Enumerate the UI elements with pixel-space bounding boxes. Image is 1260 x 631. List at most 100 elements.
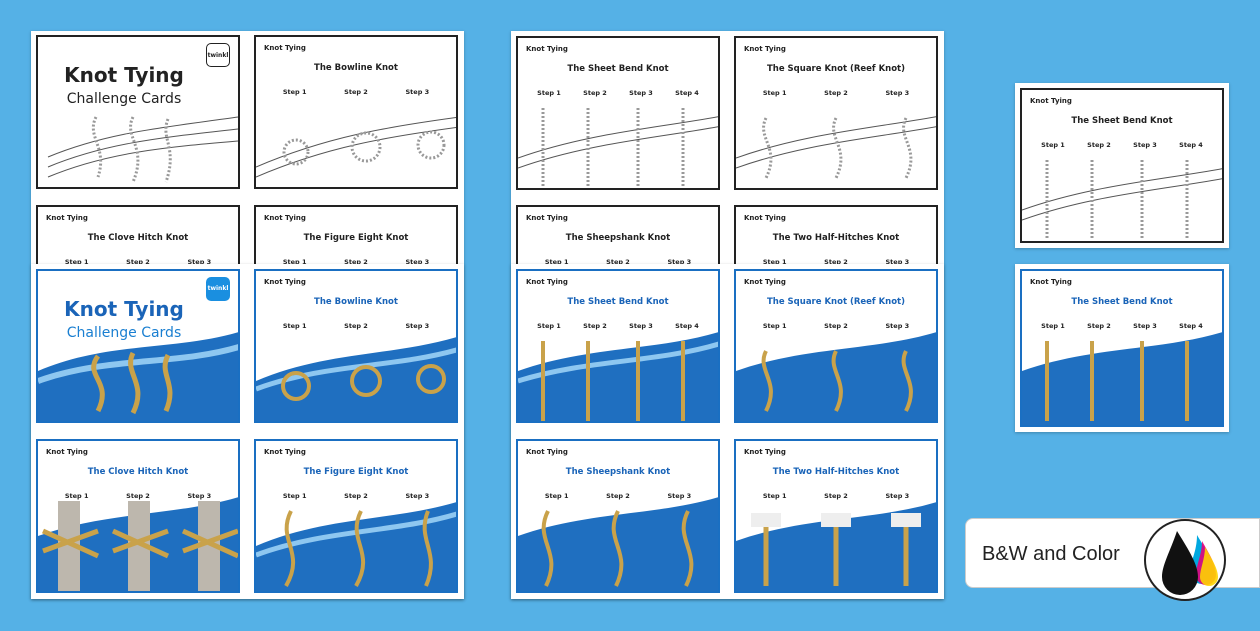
step-label: Step 1 bbox=[282, 492, 307, 500]
card-header: Knot Tying bbox=[1030, 278, 1072, 286]
step-label: Step 3 bbox=[667, 258, 692, 266]
card-title: The Sheepshank Knot bbox=[565, 467, 671, 477]
step-label: Step 3 bbox=[667, 492, 692, 500]
ink-drops-icon bbox=[1144, 519, 1226, 601]
card-title: The Square Knot (Reef Knot) bbox=[766, 64, 906, 74]
step-label: Step 3 bbox=[405, 322, 430, 330]
wave-lines-art bbox=[47, 116, 238, 183]
bw-and-color-badge: B&W and Color bbox=[965, 518, 1260, 601]
card-cover-color: Knot Tying Challenge Cards twinkl bbox=[36, 269, 240, 423]
wave-art bbox=[256, 502, 456, 591]
card-title: The Square Knot (Reef Knot) bbox=[766, 297, 906, 307]
step-label: Step 3 bbox=[187, 258, 212, 266]
card-square-bw: Knot Tying The Square Knot (Reef Knot) S… bbox=[734, 36, 938, 190]
wave-lines-art bbox=[736, 116, 936, 179]
step-label: Step 3 bbox=[1133, 322, 1157, 330]
card-title: The Two Half-Hitches Knot bbox=[772, 233, 900, 243]
card-title: The Sheet Bend Knot bbox=[1071, 297, 1173, 307]
card-square-color: Knot Tying The Square Knot (Reef Knot) S… bbox=[734, 269, 938, 423]
step-label: Step 3 bbox=[885, 492, 910, 500]
step-label: Step 2 bbox=[344, 492, 368, 500]
step-label: Step 2 bbox=[1087, 141, 1111, 149]
card-header: Knot Tying bbox=[744, 214, 786, 222]
step-label: Step 3 bbox=[629, 89, 653, 97]
card-header: Knot Tying bbox=[264, 448, 306, 456]
step-label: Step 2 bbox=[824, 492, 848, 500]
step-label: Step 1 bbox=[282, 88, 307, 96]
card-header: Knot Tying bbox=[264, 44, 306, 52]
step-label: Step 2 bbox=[824, 322, 848, 330]
step-label: Step 2 bbox=[344, 258, 368, 266]
card-title: The Two Half-Hitches Knot bbox=[772, 467, 900, 477]
card-header: Knot Tying bbox=[46, 214, 88, 222]
step-label: Step 2 bbox=[344, 88, 368, 96]
step-label: Step 1 bbox=[64, 492, 89, 500]
step-label: Step 3 bbox=[885, 322, 910, 330]
card-header: Knot Tying bbox=[744, 448, 786, 456]
card-title: The Sheet Bend Knot bbox=[1071, 116, 1173, 126]
wave-art bbox=[736, 332, 936, 421]
card-header: Knot Tying bbox=[526, 278, 568, 286]
step-label: Step 4 bbox=[675, 322, 699, 330]
step-label: Step 1 bbox=[282, 258, 307, 266]
step-label: Step 1 bbox=[282, 322, 307, 330]
step-label: Step 2 bbox=[583, 89, 607, 97]
wave-art bbox=[38, 332, 238, 421]
card-header: Knot Tying bbox=[46, 448, 88, 456]
step-label: Step 1 bbox=[762, 89, 787, 97]
card-header: Knot Tying bbox=[264, 214, 306, 222]
step-label: Step 4 bbox=[675, 89, 699, 97]
worksheet-middle-color: Knot Tying The Sheet Bend Knot Step 1 Ste… bbox=[511, 264, 944, 599]
wave-art bbox=[1022, 332, 1222, 425]
card-title: The Sheet Bend Knot bbox=[567, 297, 669, 307]
step-label: Step 1 bbox=[544, 492, 569, 500]
step-label: Step 2 bbox=[606, 258, 630, 266]
card-header: Knot Tying bbox=[264, 278, 306, 286]
card-title: The Bowline Knot bbox=[314, 63, 398, 73]
step-label: Step 2 bbox=[824, 258, 848, 266]
step-label: Step 1 bbox=[1041, 141, 1065, 149]
step-label: Step 1 bbox=[537, 89, 561, 97]
card-title: The Sheet Bend Knot bbox=[567, 64, 669, 74]
step-label: Step 1 bbox=[64, 258, 89, 266]
step-label: Step 2 bbox=[126, 258, 150, 266]
twinkl-logo: twinkl bbox=[206, 277, 230, 301]
step-label: Step 1 bbox=[762, 258, 787, 266]
step-label: Step 3 bbox=[885, 89, 910, 97]
step-label: Step 2 bbox=[1087, 322, 1111, 330]
step-label: Step 2 bbox=[824, 89, 848, 97]
step-label: Step 4 bbox=[1179, 322, 1203, 330]
wave-art bbox=[518, 497, 718, 591]
card-halfhitch-color: Knot Tying The Two Half-Hitches Knot Ste… bbox=[734, 439, 938, 593]
wave-art bbox=[518, 332, 718, 421]
wave-lines-art bbox=[1022, 160, 1222, 240]
card-header: Knot Tying bbox=[526, 214, 568, 222]
badge-label: B&W and Color bbox=[982, 543, 1120, 565]
step-label: Step 3 bbox=[885, 258, 910, 266]
cover-subtitle: Challenge Cards bbox=[66, 91, 182, 107]
step-label: Step 3 bbox=[405, 88, 430, 96]
step-label: Step 1 bbox=[762, 322, 787, 330]
step-label: Step 2 bbox=[344, 322, 368, 330]
step-label: Step 3 bbox=[1133, 141, 1157, 149]
twinkl-logo: twinkl bbox=[206, 43, 230, 67]
wave-art bbox=[256, 337, 456, 421]
step-label: Step 4 bbox=[1179, 141, 1203, 149]
card-cover-bw: Knot Tying Challenge Cards twinkl bbox=[36, 35, 240, 189]
step-label: Step 2 bbox=[606, 492, 630, 500]
cover-title: Knot Tying bbox=[64, 63, 184, 87]
card-header: Knot Tying bbox=[744, 278, 786, 286]
card-title: The Sheepshank Knot bbox=[565, 233, 671, 243]
card-title: The Clove Hitch Knot bbox=[87, 467, 189, 477]
wave-lines-art bbox=[518, 108, 718, 188]
card-title: The Bowline Knot bbox=[314, 297, 398, 307]
wave-lines-art bbox=[256, 117, 456, 178]
card-header: Knot Tying bbox=[744, 45, 786, 53]
cover-subtitle: Challenge Cards bbox=[66, 325, 182, 341]
